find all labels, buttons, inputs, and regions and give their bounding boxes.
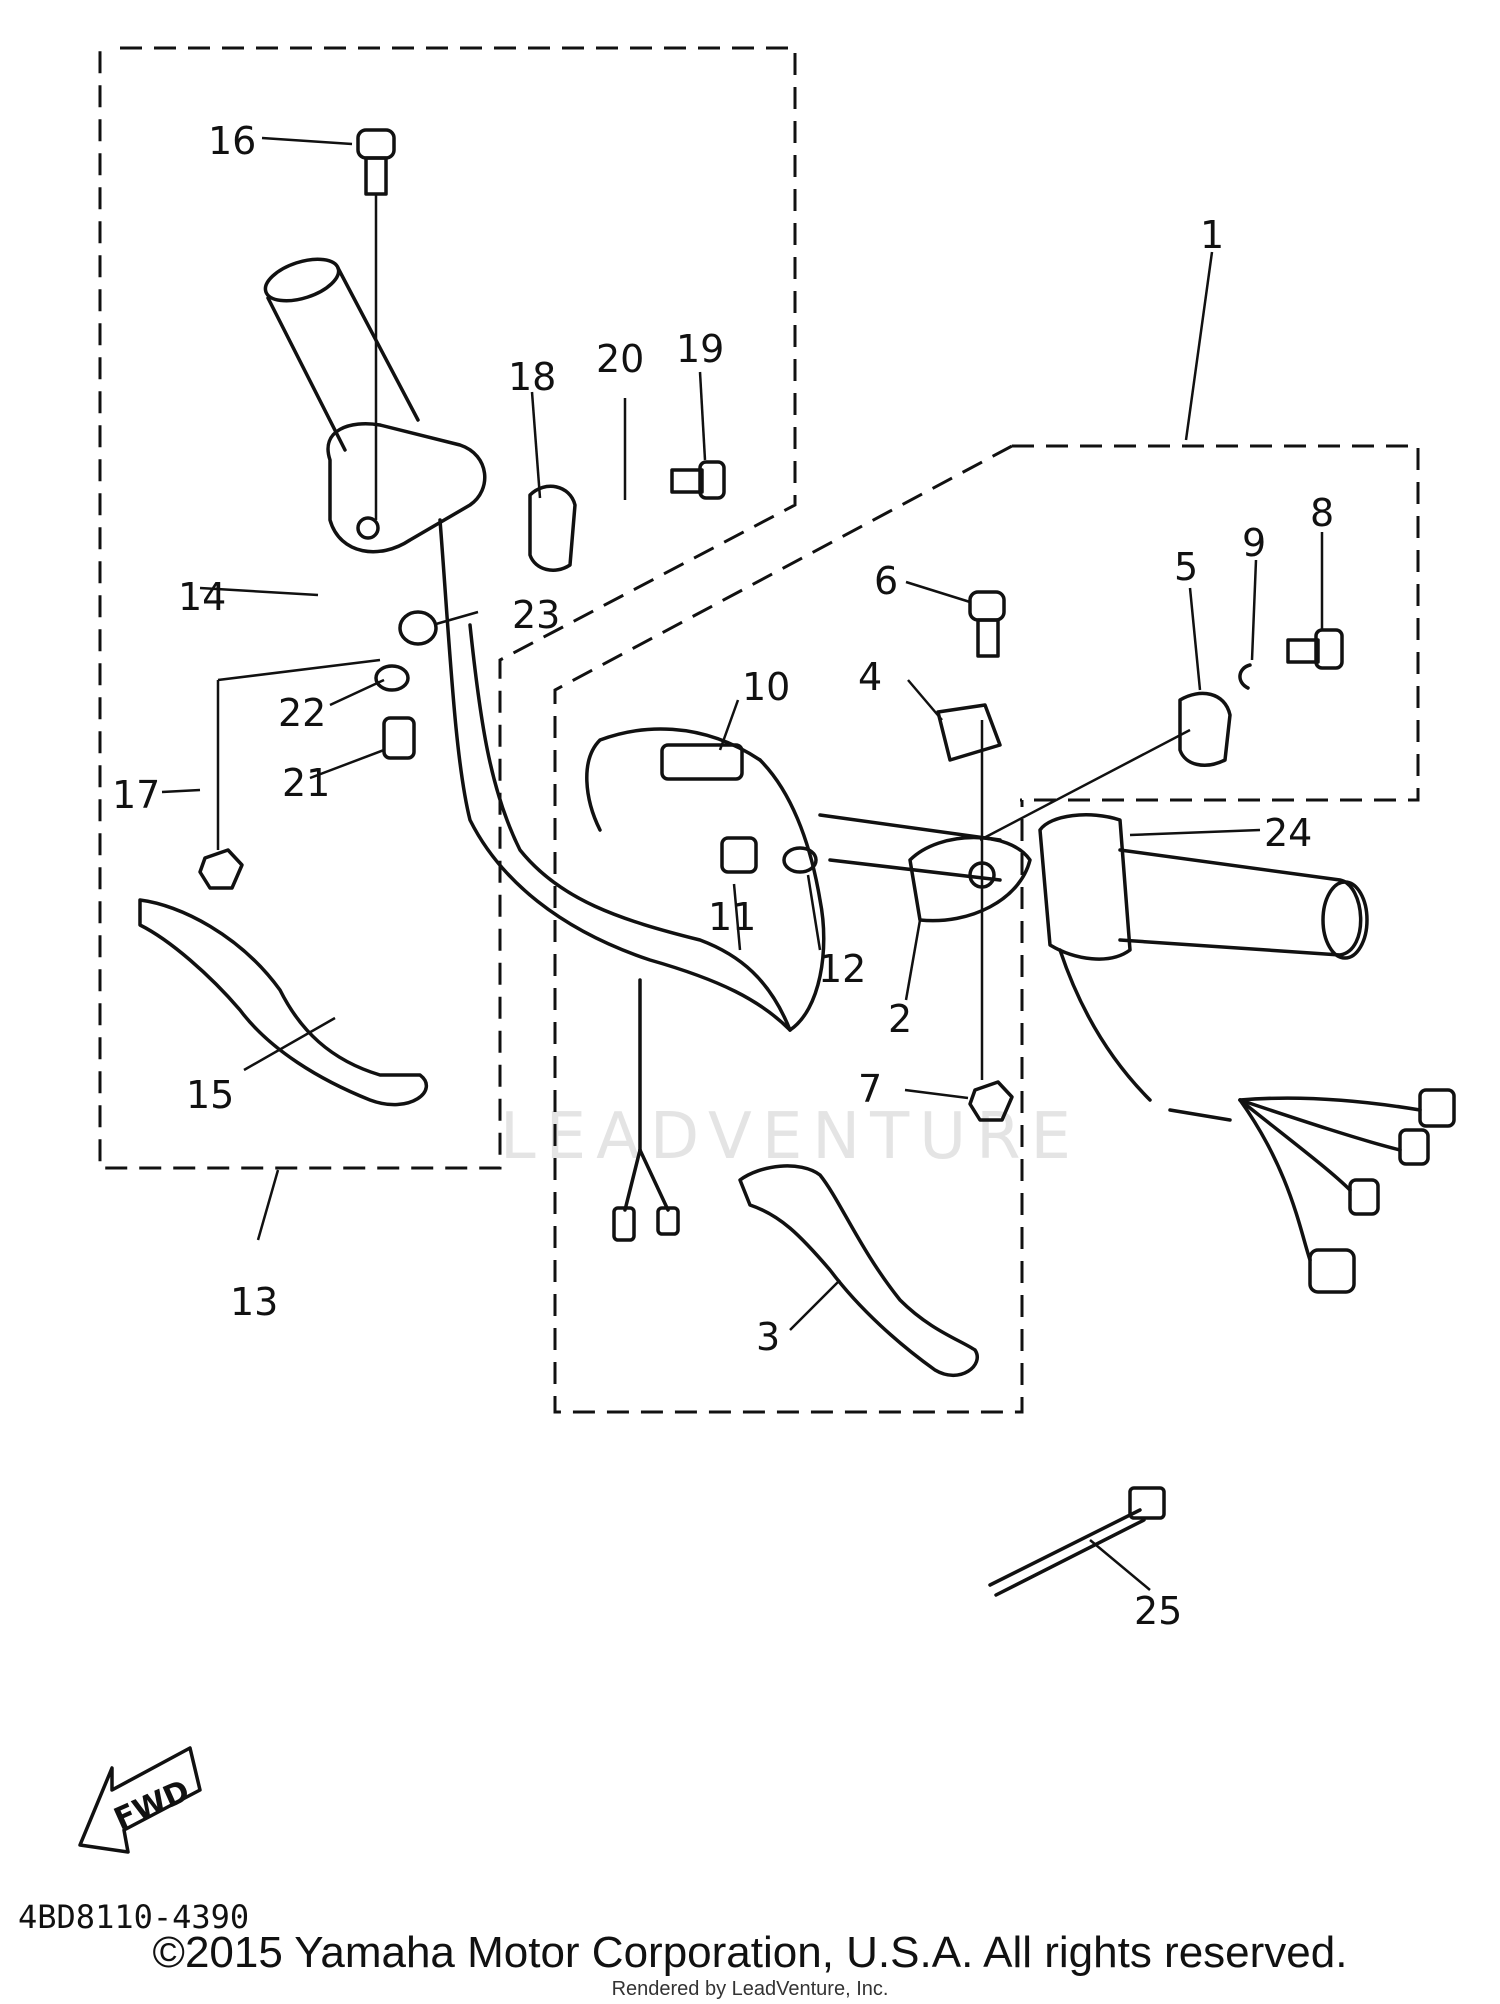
callout-17: 17 bbox=[112, 773, 160, 817]
callout-24: 24 bbox=[1264, 811, 1312, 855]
callout-9: 9 bbox=[1242, 521, 1266, 565]
callout-22: 22 bbox=[278, 691, 326, 735]
callout-15: 15 bbox=[186, 1073, 234, 1117]
callout-6: 6 bbox=[874, 559, 898, 603]
right-grip-switch bbox=[1038, 813, 1369, 961]
callout-1: 1 bbox=[1200, 213, 1224, 257]
callout-14: 14 bbox=[178, 575, 226, 619]
callout-2: 2 bbox=[888, 997, 912, 1041]
callout-20: 20 bbox=[596, 337, 644, 381]
callout-13: 13 bbox=[230, 1280, 278, 1324]
assembly-1-boundary bbox=[1012, 444, 1420, 802]
wiring-harness bbox=[1058, 948, 1456, 1294]
callout-5: 5 bbox=[1174, 545, 1198, 589]
callout-3: 3 bbox=[756, 1315, 780, 1359]
leader-lines bbox=[161, 136, 1324, 1591]
callout-10: 10 bbox=[742, 665, 790, 709]
rendered-by-notice: Rendered by LeadVenture, Inc. bbox=[611, 1978, 889, 2000]
callout-12: 12 bbox=[818, 947, 866, 991]
clutch-cable bbox=[612, 978, 680, 1242]
callout-16: 16 bbox=[208, 119, 256, 163]
callout-19: 19 bbox=[676, 327, 724, 371]
callout-21: 21 bbox=[282, 761, 330, 805]
callout-25: 25 bbox=[1134, 1589, 1182, 1633]
diagram-code: 4BD8110-4390 bbox=[18, 1898, 249, 1936]
assembly-1-lower-boundary bbox=[553, 444, 1024, 1414]
copyright-notice: ©2015 Yamaha Motor Corporation, U.S.A. A… bbox=[152, 1928, 1348, 1977]
assembly-13-boundary bbox=[98, 46, 797, 1170]
fwd-arrow-icon: FWD bbox=[78, 1746, 202, 1854]
callout-23: 23 bbox=[512, 593, 560, 637]
callout-18: 18 bbox=[508, 355, 556, 399]
callout-4: 4 bbox=[858, 655, 882, 699]
callouts: 1 2 3 4 5 6 7 8 9 10 11 12 13 14 15 16 1… bbox=[112, 119, 1334, 1633]
hardware bbox=[138, 128, 1344, 1597]
left-grip bbox=[263, 257, 487, 554]
callout-7: 7 bbox=[858, 1067, 882, 1111]
callout-11: 11 bbox=[708, 895, 756, 939]
watermark: LEADVENTURE bbox=[500, 1100, 1081, 1174]
callout-8: 8 bbox=[1310, 491, 1334, 535]
